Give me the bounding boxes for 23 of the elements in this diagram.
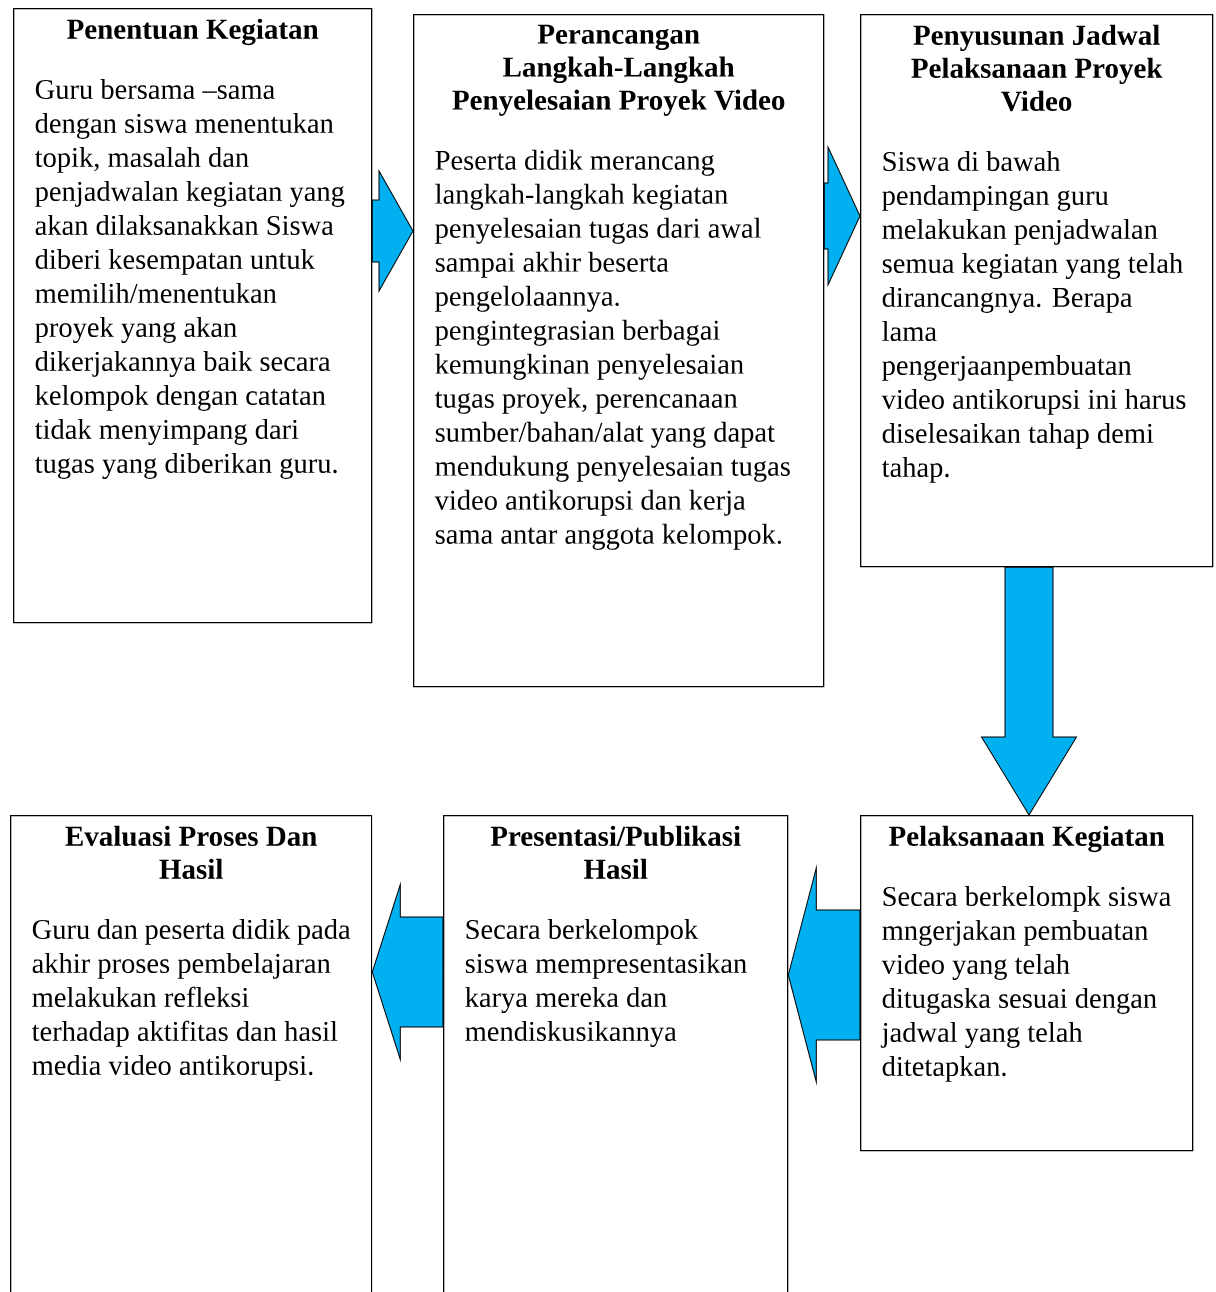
step-description: Peserta didik merancang langkah-langkah kegiatan penyelesaian tugas dari awal sampai akhir beserta pengelolaannya. pengintegrasian berbagai kemungkinan penyelesaian tugas proyek, perencanaan sumber/bahan/alat yang dapat mendukung penyelesaian tugas video antikorupsi dan kerja sama antar anggota kelompok. <box>434 149 790 550</box>
step-description: Secara berkelompok siswa mempresentasikan karya mereka dan mendiskusikannya <box>465 919 747 1047</box>
block-arrow <box>823 146 861 286</box>
step-description: Guru bersama –sama dengan siswa menentukan topik, masalah dan penjadwalan kegiatan yang akan dilaksanakkan Siswa diberi kesempatan untuk memilih/menentukan proyek yang akan dikerjakannya baik secara kelompok dengan catatan tidak menyimpang dari tugas yang diberikan guru. <box>34 79 345 479</box>
step-title: Evaluasi Proses Dan Hasil <box>65 825 317 880</box>
step-title: Perancangan Langkah-Langkah Penyelesaian Proyek Video <box>452 24 785 116</box>
step-title: Penentuan Kegiatan <box>67 18 319 46</box>
process-box <box>10 815 373 1292</box>
block-arrow <box>981 566 1077 816</box>
process-box <box>443 815 789 1292</box>
process-box <box>860 14 1214 568</box>
process-box <box>413 14 825 688</box>
process-box <box>860 815 1194 1152</box>
block-arrow <box>787 867 861 1083</box>
process-box <box>13 8 373 624</box>
step-description: Guru dan peserta didik pada akhir proses pembelajaran melakukan refleksi terhadap aktifitas dan hasil media video antikorupsi. <box>31 919 351 1081</box>
block-arrow <box>371 884 444 1060</box>
step-title: Penyusunan Jadwal Pelaksanaan Proyek Video <box>911 24 1163 112</box>
step-title: Pelaksanaan Kegiatan <box>889 825 1165 853</box>
step-title: Presentasi/Publikasi Hasil <box>490 825 741 880</box>
step-description: Secara berkelompk siswa mngerjakan pembuatan video yang telah ditugaska sesuai dengan jadwal yang telah ditetapkan. <box>880 886 1171 1082</box>
step-description: Siswa di bawah pendampingan guru melakukan penjadwalan semua kegiatan yang telah dirancangnya. Berapa lama pengerjaanpembuatan video antikorupsi ini harus diselesaikan tahap demi tahap. <box>881 151 1186 483</box>
block-arrow <box>371 170 414 292</box>
